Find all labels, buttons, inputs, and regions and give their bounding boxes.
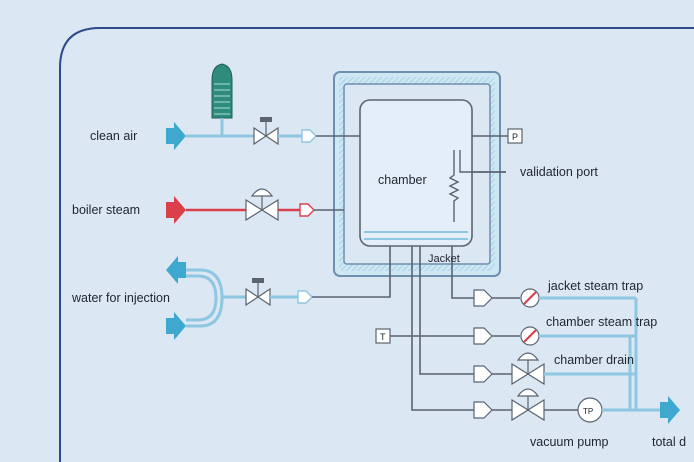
chamber-drain-check-valve-icon bbox=[473, 365, 493, 383]
vacuum-check-valve-icon bbox=[473, 401, 493, 419]
jacket-trap-check-valve-icon bbox=[473, 289, 493, 307]
clean-air-inlet-icon bbox=[166, 122, 186, 150]
boiler-steam-check-valve-icon bbox=[299, 203, 315, 217]
wfi-valve-icon bbox=[245, 278, 271, 307]
label-clean-air: clean air bbox=[90, 129, 137, 143]
wfi-outlet-upper-icon bbox=[166, 256, 186, 284]
vacuum-valve-icon bbox=[511, 388, 545, 422]
label-jacket-steam-trap: jacket steam trap bbox=[547, 279, 643, 293]
label-boiler-steam: boiler steam bbox=[72, 203, 140, 217]
wfi-check-valve-icon bbox=[297, 290, 313, 304]
wfi-inlet-lower-icon bbox=[166, 312, 186, 340]
total-drain-outlet-icon bbox=[660, 396, 680, 424]
label-water-for-injection: water for injection bbox=[71, 291, 170, 305]
label-chamber: chamber bbox=[378, 173, 427, 187]
pressure-gauge-mark: P bbox=[512, 132, 518, 142]
label-validation-port: validation port bbox=[520, 165, 598, 179]
jacket-steam-trap-icon bbox=[520, 288, 540, 308]
heater-coil-icon bbox=[448, 150, 460, 222]
clean-air-check-valve-icon bbox=[301, 129, 317, 143]
pressure-gauge-icon: P bbox=[507, 128, 523, 144]
chamber-steam-trap-icon bbox=[520, 326, 540, 346]
label-total-drain: total d bbox=[652, 435, 686, 449]
chamber-drain-valve-icon bbox=[511, 352, 545, 386]
chamber bbox=[359, 99, 473, 247]
label-vacuum-pump: vacuum pump bbox=[530, 435, 609, 449]
label-chamber-drain: chamber drain bbox=[554, 353, 634, 367]
outer-frame bbox=[59, 27, 694, 462]
clean-air-valve-icon bbox=[253, 117, 279, 146]
temperature-sensor-icon: T bbox=[375, 328, 391, 344]
boiler-steam-valve-icon bbox=[245, 188, 279, 222]
chamber-trap-check-valve-icon bbox=[473, 327, 493, 345]
air-filter-icon bbox=[211, 63, 233, 136]
temperature-mark: T bbox=[380, 332, 386, 342]
pump-mark: TP bbox=[583, 407, 593, 416]
label-chamber-steam-trap: chamber steam trap bbox=[546, 315, 657, 329]
label-jacket: Jacket bbox=[428, 253, 460, 265]
boiler-steam-inlet-icon bbox=[166, 196, 186, 224]
vacuum-pump-icon: TP bbox=[577, 397, 603, 423]
